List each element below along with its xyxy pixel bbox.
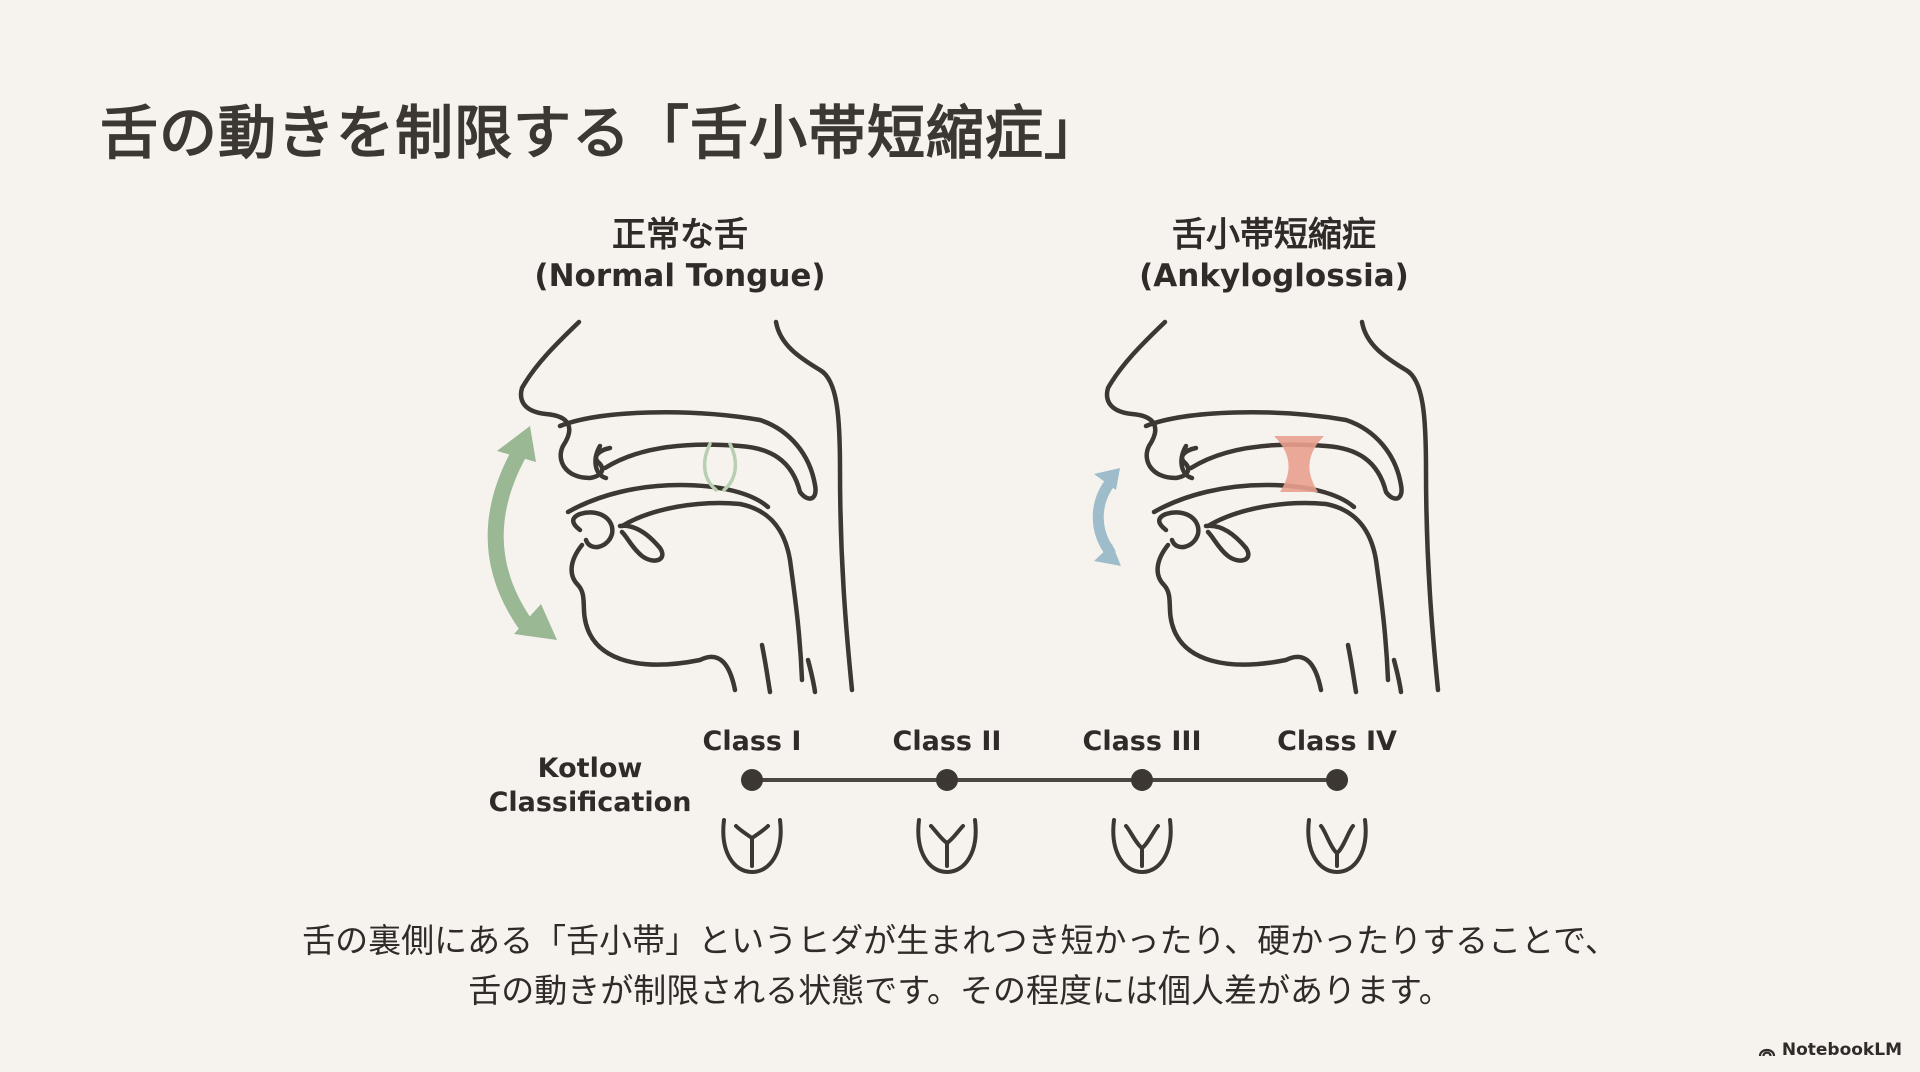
wide-motion-double-arrow-icon bbox=[487, 426, 557, 640]
kotlow-scale bbox=[721, 769, 1368, 874]
description-line-1: 舌の裏側にある「舌小帯」というヒダが生まれつき短かったり、硬かったりすることで、 bbox=[302, 921, 1618, 960]
kotlow-point-1 bbox=[741, 769, 763, 791]
tongue-glyph-icon-class-4 bbox=[1306, 818, 1368, 874]
kotlow-classification-label: Kotlow Classification bbox=[480, 752, 700, 820]
ankyloglossia-figure bbox=[1092, 322, 1438, 692]
notebooklm-logo-icon bbox=[1758, 1048, 1775, 1057]
kotlow-points bbox=[721, 769, 1368, 874]
ankyloglossia-title-jp: 舌小帯短縮症 bbox=[1172, 215, 1376, 255]
class-label-1: Class I bbox=[702, 726, 802, 757]
class-label-4: Class IV bbox=[1277, 726, 1397, 757]
tongue-glyph-icon-class-1 bbox=[721, 818, 783, 874]
tongue-glyph-icon-class-2 bbox=[916, 818, 978, 874]
kotlow-point-3 bbox=[1131, 769, 1153, 791]
normal-frenulum bbox=[702, 442, 738, 492]
class-label-2: Class II bbox=[892, 726, 1002, 757]
restricted-motion-double-arrow-icon bbox=[1092, 468, 1121, 566]
notebooklm-brand: NotebookLM bbox=[1758, 1040, 1902, 1060]
kotlow-label-line1: Kotlow bbox=[537, 753, 643, 784]
short-frenulum bbox=[1274, 436, 1324, 492]
kotlow-point-2 bbox=[936, 769, 958, 791]
ankyloglossia-title-en: (Ankyloglossia) bbox=[1139, 258, 1409, 294]
description: 舌の裏側にある「舌小帯」というヒダが生まれつき短かったり、硬かったりすることで、… bbox=[160, 916, 1760, 1016]
normal-tongue-title-en: (Normal Tongue) bbox=[534, 258, 826, 294]
normal-tongue-figure bbox=[487, 322, 852, 692]
kotlow-point-4 bbox=[1326, 769, 1348, 791]
description-line-2: 舌の動きが制限される状態です。その程度には個人差があります。 bbox=[468, 971, 1452, 1010]
ankyloglossia-heading: 舌小帯短縮症 (Ankyloglossia) bbox=[1094, 214, 1454, 296]
normal-head-outline bbox=[521, 322, 852, 692]
brand-label: NotebookLM bbox=[1781, 1040, 1902, 1060]
class-label-3: Class III bbox=[1082, 726, 1202, 757]
tongue-glyph-icon-class-3 bbox=[1111, 818, 1173, 874]
normal-tongue-title-jp: 正常な舌 bbox=[612, 215, 748, 255]
ankyloglossia-head-outline bbox=[1107, 322, 1438, 692]
kotlow-label-line2: Classification bbox=[488, 787, 692, 818]
page-title: 舌の動きを制限する「舌小帯短縮症」 bbox=[100, 99, 1104, 167]
normal-tongue-heading: 正常な舌 (Normal Tongue) bbox=[500, 214, 860, 296]
